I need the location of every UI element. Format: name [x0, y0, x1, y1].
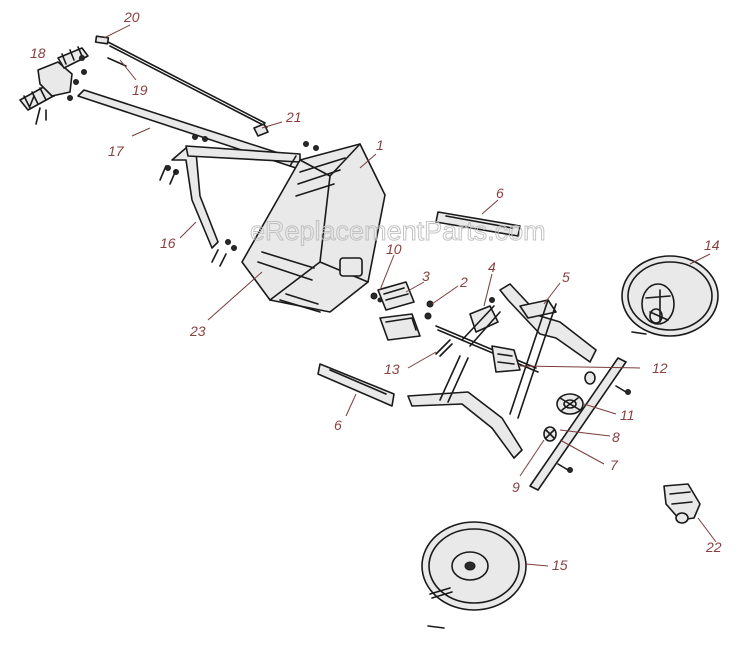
part-19-control-cable: [107, 41, 268, 128]
part-4-spinner-shaft: [435, 297, 539, 373]
callout-5: 5: [562, 269, 570, 285]
callout-19: 19: [132, 82, 148, 98]
callout-4: 4: [488, 259, 496, 275]
part-5-frame: [407, 283, 597, 459]
callout-11: 11: [620, 407, 635, 423]
callout-8: 8: [612, 429, 620, 445]
callout-15: 15: [552, 557, 568, 573]
callout-14: 14: [704, 237, 720, 253]
callout-18: 18: [30, 45, 46, 61]
callout-10: 10: [386, 241, 402, 257]
callout-13: 13: [384, 361, 400, 377]
callout-9: 9: [512, 479, 520, 495]
callout-12: 12: [652, 360, 668, 376]
part-6-deflector-lower: [317, 363, 395, 407]
part-15-wheel-left: [421, 521, 527, 629]
callout-16: 16: [160, 235, 176, 251]
callout-21: 21: [285, 109, 302, 125]
part-22-hub: [663, 483, 701, 524]
part-3-shutter-plate: [377, 281, 421, 341]
part-16-handle-brace: [159, 134, 319, 267]
part-10-agitator: [370, 292, 383, 303]
callout-3: 3: [422, 268, 430, 284]
callout-17: 17: [108, 143, 125, 159]
callout-20: 20: [123, 9, 140, 25]
callout-6-lower: 6: [334, 417, 342, 433]
callout-23: 23: [189, 323, 206, 339]
part-2-bolt: [424, 300, 434, 320]
callout-6-upper: 6: [496, 185, 504, 201]
part-18-handle-grip: [19, 46, 89, 125]
callout-7: 7: [610, 457, 619, 473]
part-7-axle: [529, 357, 631, 491]
part-8-gear: [543, 371, 596, 442]
callout-labels: 1 2 3 4 5 6 6 7 8 9 10 11 12 13 14 15 16…: [30, 9, 722, 573]
part-12-gearbox: [491, 345, 521, 373]
part-1-hopper: [241, 143, 386, 313]
part-14-wheel-right: [621, 255, 719, 337]
callout-2: 2: [459, 274, 468, 290]
leader-lines: [103, 24, 717, 567]
watermark: eReplacementParts.com: [250, 216, 546, 246]
part-13-pin: [435, 339, 453, 357]
part-6-deflector-upper: [435, 211, 521, 237]
part-11-spinner: [556, 393, 584, 415]
callout-22: 22: [705, 539, 722, 555]
callout-1: 1: [376, 137, 384, 153]
part-20-cable-end: [94, 35, 110, 45]
